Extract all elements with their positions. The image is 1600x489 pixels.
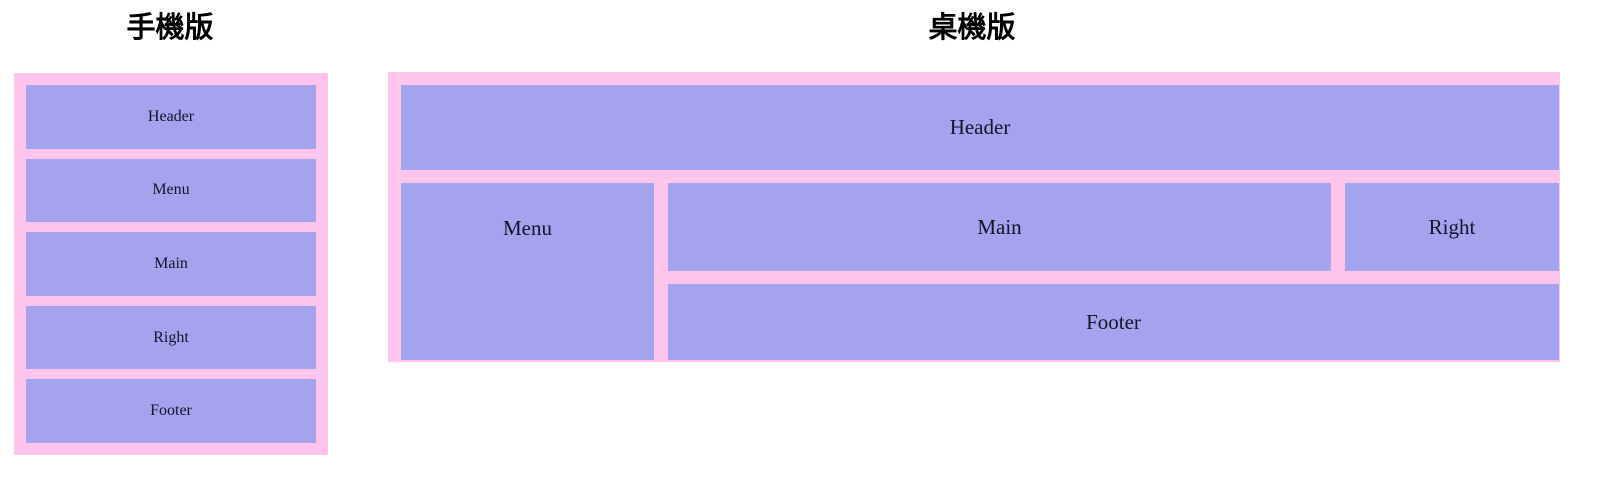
desktop-block-main: Main bbox=[668, 183, 1331, 271]
desktop-block-right-label: Right bbox=[1428, 214, 1476, 239]
mobile-block-menu: Menu bbox=[26, 158, 316, 223]
mobile-block-header: Header bbox=[26, 85, 316, 149]
mobile-block-footer: Footer bbox=[26, 379, 316, 443]
desktop-block-right: Right bbox=[1345, 183, 1559, 271]
mobile-block-main-label: Main bbox=[154, 254, 188, 272]
desktop-block-menu: Menu bbox=[401, 183, 654, 360]
desktop-layout-title: 桌機版 bbox=[928, 12, 1016, 44]
mobile-layout-title: 手機版 bbox=[126, 12, 214, 44]
mobile-layout-wireframe: Header Menu Main Right Footer bbox=[14, 73, 328, 455]
desktop-block-footer-label: Footer bbox=[1086, 309, 1141, 334]
mobile-block-main: Main bbox=[26, 232, 316, 296]
desktop-block-menu-label: Menu bbox=[503, 216, 552, 240]
mobile-block-menu-label: Menu bbox=[152, 181, 190, 199]
desktop-layout-wireframe: Header Menu Main Right Footer bbox=[388, 72, 1560, 362]
desktop-block-main-label: Main bbox=[977, 214, 1022, 239]
mobile-block-header-label: Header bbox=[147, 107, 195, 125]
desktop-block-header-label: Header bbox=[949, 115, 1011, 139]
mobile-block-right: Right bbox=[26, 305, 316, 370]
mobile-block-right-label: Right bbox=[153, 328, 189, 346]
desktop-block-header: Header bbox=[401, 85, 1559, 170]
desktop-block-footer: Footer bbox=[668, 284, 1559, 360]
mobile-block-footer-label: Footer bbox=[150, 402, 192, 420]
